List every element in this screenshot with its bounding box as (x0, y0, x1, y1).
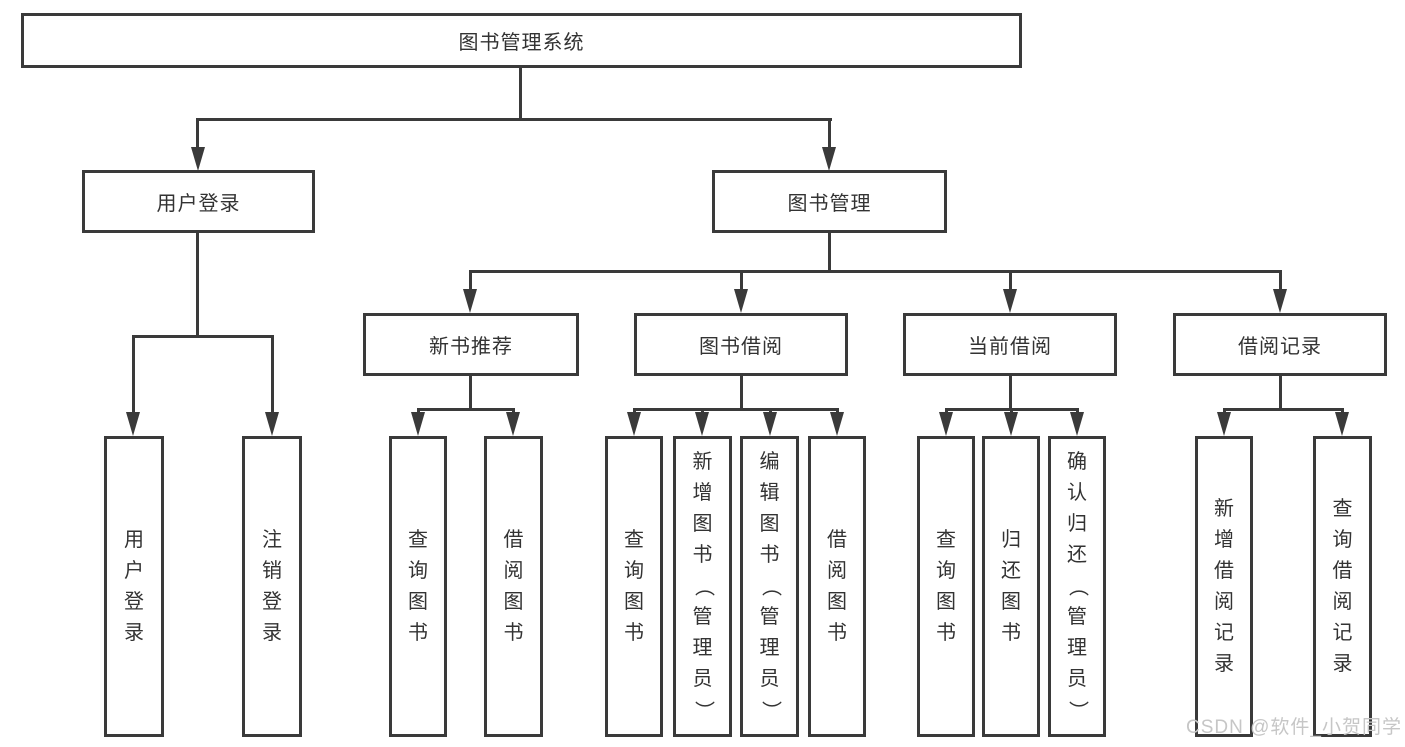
leaf-add-books-admin: 新增图书（管理员） (673, 436, 732, 737)
leaf-query-books: 查询图书 (605, 436, 663, 737)
connector-drop-book-management (828, 118, 831, 150)
csdn-watermark: CSDN @软件_小贺同学 (1186, 717, 1402, 738)
arrow-down-icon (506, 412, 520, 436)
leaf-query-borrow-record: 查询借阅记录 (1313, 436, 1372, 737)
arrow-down-icon (126, 412, 140, 436)
connector-new-book-stem (469, 376, 472, 411)
connector-user-login-stem (196, 233, 199, 338)
connector-book-management-stem (828, 233, 831, 273)
connector-drop-leaf-user-login (132, 335, 135, 415)
leaf-query-books: 查询图书 (389, 436, 447, 737)
leaf-confirm-return-admin: 确认归还（管理员） (1048, 436, 1106, 737)
connector-drop-user-login (196, 118, 199, 150)
leaf-add-borrow-record: 新增借阅记录 (1195, 436, 1253, 737)
connector-user-login-rail (132, 335, 274, 338)
node-book-management: 图书管理 (712, 170, 947, 233)
arrow-down-icon (411, 412, 425, 436)
arrow-down-icon (265, 412, 279, 436)
arrow-down-icon (1335, 412, 1349, 436)
node-borrowing-records: 借阅记录 (1173, 313, 1387, 376)
node-new-book-recommend: 新书推荐 (363, 313, 579, 376)
connector-drop-borrow-record (1279, 270, 1282, 292)
node-user-login: 用户登录 (82, 170, 315, 233)
arrow-down-icon (830, 412, 844, 436)
connector-drop-book-borrow (740, 270, 743, 292)
connector-borrow-record-stem (1279, 376, 1282, 411)
connector-level3-rail (469, 270, 1282, 273)
leaf-query-books: 查询图书 (917, 436, 975, 737)
connector-drop-leaf-logout (271, 335, 274, 415)
leaf-user-login: 用户登录 (104, 436, 164, 737)
connector-borrow-record-rail (1223, 408, 1344, 411)
connector-level2-rail (197, 118, 832, 121)
connector-current-borrow-stem (1009, 376, 1012, 411)
leaf-borrow-books: 借阅图书 (808, 436, 866, 737)
connector-drop-new-book (469, 270, 472, 292)
arrow-down-icon (1004, 412, 1018, 436)
arrow-down-icon (695, 412, 709, 436)
leaf-return-books: 归还图书 (982, 436, 1040, 737)
arrow-down-icon (939, 412, 953, 436)
arrow-down-icon (463, 289, 477, 313)
connector-root-stem (519, 68, 522, 120)
arrow-down-icon (191, 147, 205, 171)
leaf-logout: 注销登录 (242, 436, 302, 737)
connector-book-borrow-rail (633, 408, 839, 411)
node-current-borrowing: 当前借阅 (903, 313, 1117, 376)
arrow-down-icon (763, 412, 777, 436)
connector-new-book-rail (417, 408, 515, 411)
connector-book-borrow-stem (740, 376, 743, 411)
arrow-down-icon (822, 147, 836, 171)
arrow-down-icon (1003, 289, 1017, 313)
leaf-borrow-books: 借阅图书 (484, 436, 543, 737)
arrow-down-icon (1217, 412, 1231, 436)
node-book-borrowing: 图书借阅 (634, 313, 848, 376)
arrow-down-icon (1273, 289, 1287, 313)
arrow-down-icon (627, 412, 641, 436)
node-library-management-system: 图书管理系统 (21, 13, 1022, 68)
leaf-edit-books-admin: 编辑图书（管理员） (740, 436, 799, 737)
arrow-down-icon (734, 289, 748, 313)
arrow-down-icon (1070, 412, 1084, 436)
connector-drop-current-borrow (1009, 270, 1012, 292)
